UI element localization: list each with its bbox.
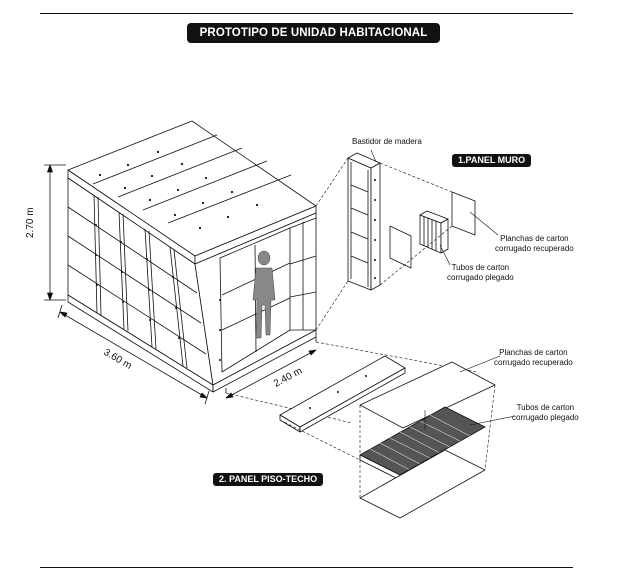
dimension-height bbox=[44, 164, 66, 301]
person-silhouette bbox=[252, 250, 276, 339]
section-tag-panel-muro: 1.PANEL MURO bbox=[452, 154, 532, 167]
bottom-rule bbox=[40, 567, 573, 568]
section-tag-panel-piso-techo: 2. PANEL PISO-TECHO bbox=[213, 473, 324, 486]
label-piso-tubos-line2: corrugado plegado bbox=[512, 413, 579, 422]
muro-tubos bbox=[419, 210, 449, 254]
bastidor-frame bbox=[347, 152, 381, 291]
label-muro-tubos-line1: Tubos de carton bbox=[451, 263, 510, 272]
label-piso-planchas-line2: corrugado recuperado bbox=[494, 358, 573, 367]
label-muro-tubos-line2: corrugado plegado bbox=[447, 273, 514, 282]
label-muro-planchas-line2: corrugado recuperado bbox=[495, 244, 574, 253]
muro-plancha-front bbox=[389, 225, 412, 269]
label-piso-planchas-line1: Planchas de carton bbox=[499, 348, 568, 357]
label-bastidor: Bastidor de madera bbox=[352, 137, 422, 146]
diagram-title: PROTOTIPO DE UNIDAD HABITACIONAL bbox=[187, 23, 440, 43]
label-piso-planchas: Planchas de carton corrugado recuperado bbox=[494, 348, 573, 368]
label-muro-planchas-line1: Planchas de carton bbox=[500, 234, 569, 243]
label-piso-tubos: Tubos de carton corrugado plegado bbox=[512, 403, 579, 423]
muro-plancha-rear bbox=[451, 191, 476, 236]
label-muro-planchas: Planchas de carton corrugado recuperado bbox=[495, 234, 574, 254]
piso-tubos bbox=[359, 406, 486, 481]
top-rule bbox=[40, 13, 573, 14]
label-muro-tubos: Tubos de carton corrugado plegado bbox=[447, 263, 514, 283]
dimension-height-label: 2.70 m bbox=[25, 207, 36, 238]
label-piso-tubos-line1: Tubos de carton bbox=[516, 403, 575, 412]
dimension-length bbox=[57, 304, 210, 405]
